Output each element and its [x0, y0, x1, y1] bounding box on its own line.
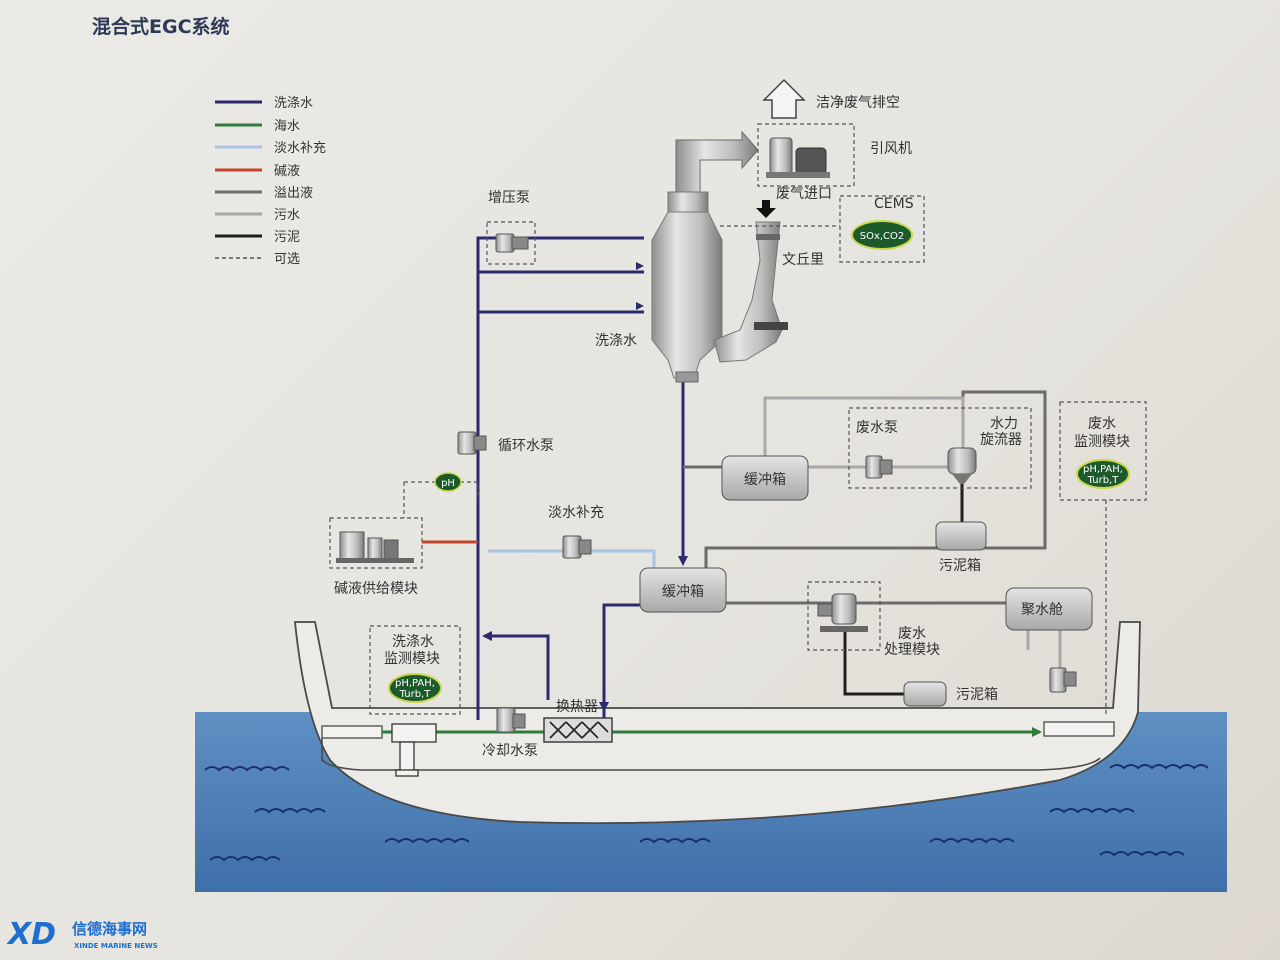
label-sludge-tank-upper: 污泥箱: [939, 558, 981, 574]
label-buffer-tank-upper: 缓冲箱: [744, 472, 786, 488]
label-ww-badge-1: pH,PAH,: [1083, 464, 1123, 475]
label-wash-water: 洗涤水: [595, 333, 637, 349]
exhaust-outlet-arrow: [762, 78, 806, 119]
bilge-pump-icon: [1049, 667, 1077, 693]
buffer-tank-lower: [639, 567, 727, 613]
ph-badge: [434, 472, 462, 492]
legend-item-fresh-water: 淡水补充: [215, 140, 326, 156]
legend-item-sludge: 污泥: [215, 230, 300, 245]
arrow-seawater: [1032, 727, 1042, 737]
label-waste-pump: 废水泵: [856, 420, 898, 436]
legend-item-alkali: 碱液: [215, 164, 300, 179]
cooling-pump-icon: [496, 707, 526, 733]
booster-pump-icon: [495, 233, 529, 253]
fresh-water-pump-icon: [562, 535, 592, 559]
label-fresh-water: 淡水补充: [548, 505, 604, 521]
wash-monitor-badge: [388, 673, 442, 703]
venturi: [713, 200, 788, 363]
legend-item-overflow: 溢出液: [215, 186, 313, 201]
label-ww-monitor-1: 废水: [1088, 416, 1116, 432]
legend-label: 碱液: [274, 164, 300, 179]
page-title: 混合式EGC系统: [92, 16, 230, 38]
sludge-tank-lower: [903, 681, 947, 707]
pipes-wash-water: [476, 236, 685, 720]
brand-logo: XD: [6, 917, 56, 952]
legend-label: 溢出液: [274, 186, 313, 201]
alkali-module-box: [329, 517, 423, 569]
legend-label: 污水: [274, 208, 300, 223]
cems-badge: [851, 220, 913, 250]
legend-item-wastewater: 污水: [215, 208, 300, 223]
ww-monitor-box: [1059, 401, 1147, 501]
label-wash-monitor-2: 监测模块: [384, 651, 440, 667]
label-ww-badge-2: Turb,T: [1087, 475, 1120, 486]
label-ww-treatment-2: 处理模块: [884, 642, 940, 658]
label-heat-exchanger: 换热器: [556, 698, 598, 715]
label-exhaust-inlet: 废气进口: [776, 186, 832, 202]
cems-box: [839, 195, 925, 263]
brand-sub: XINDE MARINE NEWS: [74, 942, 158, 950]
label-wash-badge-1: pH,PAH,: [395, 678, 435, 689]
label-sludge-tank-lower: 污泥箱: [956, 687, 998, 703]
ww-treatment-icon: [817, 593, 868, 632]
label-fan: 引风机: [870, 141, 912, 157]
heat-exchanger-icon: [543, 717, 613, 743]
label-cems: CEMS: [874, 196, 914, 212]
alkali-module-icon: [336, 531, 414, 563]
label-ph-badge: pH: [441, 478, 455, 489]
legend-item-wash-water: 洗涤水: [215, 96, 313, 111]
label-venturi: 文丘里: [782, 252, 824, 268]
legend-label: 污泥: [274, 230, 300, 245]
label-cooling-pump: 冷却水泵: [482, 743, 538, 759]
waves: [204, 764, 1209, 862]
label-hydrocyclone-1: 水力: [990, 416, 1018, 432]
arrows-wash-water: [482, 262, 688, 712]
legend-item-seawater: 海水: [215, 119, 300, 134]
sludge-tank-upper: [935, 521, 987, 551]
bilge-tank: [1005, 587, 1093, 631]
brand-watermark: XD 信德海事网 XINDE MARINE NEWS: [6, 917, 158, 952]
circulation-pump-icon: [457, 431, 487, 455]
legend-label: 洗涤水: [274, 96, 313, 111]
fan-box: [757, 123, 855, 187]
booster-pump-box: [486, 221, 536, 265]
label-circulation-pump: 循环水泵: [498, 438, 554, 454]
brand-name: 信德海事网: [72, 920, 147, 938]
waste-pump-icon: [865, 455, 893, 479]
legend-label: 海水: [274, 119, 300, 134]
label-hydrocyclone-2: 旋流器: [980, 432, 1022, 448]
waste-pump-box: [848, 407, 1032, 489]
label-wash-badge-2: Turb,T: [399, 689, 432, 700]
ww-monitor-badge: [1076, 459, 1130, 489]
ph-link: [403, 481, 479, 518]
ship-hull: [294, 621, 1141, 824]
label-booster-pump: 增压泵: [488, 190, 530, 206]
label-wash-monitor-1: 洗涤水: [392, 634, 434, 650]
label-bilge: 聚水舱: [1021, 602, 1063, 618]
label-ww-monitor-2: 监测模块: [1074, 434, 1130, 450]
overboard-right: [1043, 721, 1115, 737]
scrubber-tower: [651, 130, 759, 383]
ww-treatment-box: [807, 581, 881, 651]
label-clean-exhaust: 洁净废气排空: [816, 95, 900, 111]
label-alkali-module: 碱液供给模块: [334, 581, 418, 597]
sea-chest-left: [321, 725, 383, 739]
legend: 洗涤水 海水 淡水补充 碱液 溢出液 污水: [215, 96, 326, 267]
label-buffer-tank-lower: 缓冲箱: [662, 584, 704, 600]
legend-label: 可选: [274, 252, 300, 267]
pipe-fresh-water: [488, 549, 656, 568]
label-ww-treatment-1: 废水: [898, 626, 926, 642]
legend-label: 淡水补充: [274, 140, 326, 156]
pipes-sludge: [843, 478, 964, 696]
hydrocyclone-icon: [947, 447, 977, 484]
label-cems-badge: SOx,CO2: [860, 231, 905, 242]
hull-inner-line: [321, 738, 1101, 771]
legend-item-optional: 可选: [215, 252, 300, 267]
wash-monitor-box: [369, 625, 461, 715]
fan-icon: [766, 137, 830, 178]
buffer-tank-upper: [721, 455, 809, 501]
sea-valve-icon: [391, 723, 437, 777]
